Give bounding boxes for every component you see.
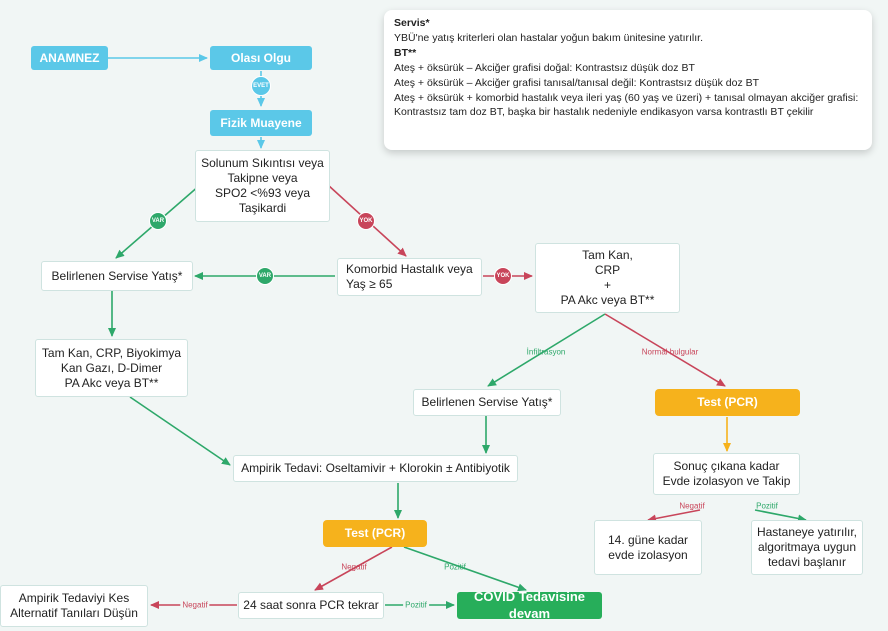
badge-var-2: VAR [256, 267, 274, 285]
node-covid: COVID Tedavisine devam [457, 589, 602, 621]
edge-tamkanleft-ampirik [129, 396, 231, 466]
badge-var-1: VAR [149, 212, 167, 230]
node-servis-yatis-left: Belirlenen Servise Yatış* [41, 261, 193, 291]
node-hastaneye: Hastaneye yatırılır, algoritmaya uygun t… [751, 520, 863, 575]
node-test-pcr-right: Test (PCR) [655, 389, 800, 416]
node-ampirik-kes: Ampirik Tedaviyi Kes Alternatif Tanıları… [0, 585, 148, 627]
bt-line-1: Ateş + öksürük – Akciğer grafisi doğal: … [394, 61, 695, 74]
node-test-pcr-mid: Test (PCR) [323, 520, 427, 547]
edge-tamkan-infiltrasyon [487, 313, 606, 387]
badge-evet: EVET [251, 76, 271, 96]
node-14gun: 14. güne kadar evde izolasyon [594, 520, 702, 575]
label-negatif-right: Negatif [679, 501, 705, 511]
node-anamnez: ANAMNEZ [31, 46, 108, 70]
servis-title: Servis* [394, 17, 430, 29]
node-sonuc: Sonuç çıkana kadar Evde izolasyon ve Tak… [653, 453, 800, 495]
bt-title: BT** [394, 46, 417, 59]
edge-testmid-covid [403, 546, 527, 592]
node-olasi-olgu: Olası Olgu [210, 46, 312, 70]
info-panel: Servis* YBÜ'ne yatış kriterleri olan has… [384, 10, 872, 150]
node-tamkan-right: Tam Kan, CRP + PA Akc veya BT** [535, 243, 680, 313]
servis-text: YBÜ'ne yatış kriterleri olan hastalar yo… [394, 31, 703, 44]
label-normal-bulgular: Normal bulgular [641, 347, 699, 357]
label-infiltrasyon: İnfiltrasyon [526, 347, 566, 357]
node-tamkan-left: Tam Kan, CRP, Biyokimya Kan Gazı, D-Dime… [35, 339, 188, 397]
label-pozitif-bottom: Pozitif [403, 600, 429, 610]
label-pozitif-right: Pozitif [756, 501, 778, 511]
node-ampirik: Ampirik Tedavi: Oseltamivir + Klorokin ±… [233, 455, 518, 482]
node-komorbid: Komorbid Hastalık veya Yaş ≥ 65 [337, 258, 482, 296]
label-pozitif-mid: Pozitif [444, 562, 466, 572]
bt-line-3: Ateş + öksürük + komorbid hastalık veya … [394, 91, 859, 119]
label-negatif-mid: Negatif [341, 562, 367, 572]
node-solunum: Solunum Sıkıntısı veya Takipne veya SPO2… [195, 150, 330, 222]
edge-sonuc-14gun [647, 509, 701, 523]
badge-yok-1: YOK [357, 212, 375, 230]
edge-tamkan-normal [604, 313, 726, 387]
label-negatif-bottom: Negatif [180, 600, 210, 610]
edge-sonuc-hastaneye [754, 509, 807, 523]
edge-testmid-24saat [314, 546, 393, 591]
node-24saat: 24 saat sonra PCR tekrar [238, 592, 384, 619]
bt-line-2: Ateş + öksürük – Akciğer grafisi tanısal… [394, 76, 760, 89]
node-servis-yatis-mid: Belirlenen Servise Yatış* [413, 389, 561, 416]
badge-yok-2: YOK [494, 267, 512, 285]
node-fizik-muayene: Fizik Muayene [210, 110, 312, 136]
